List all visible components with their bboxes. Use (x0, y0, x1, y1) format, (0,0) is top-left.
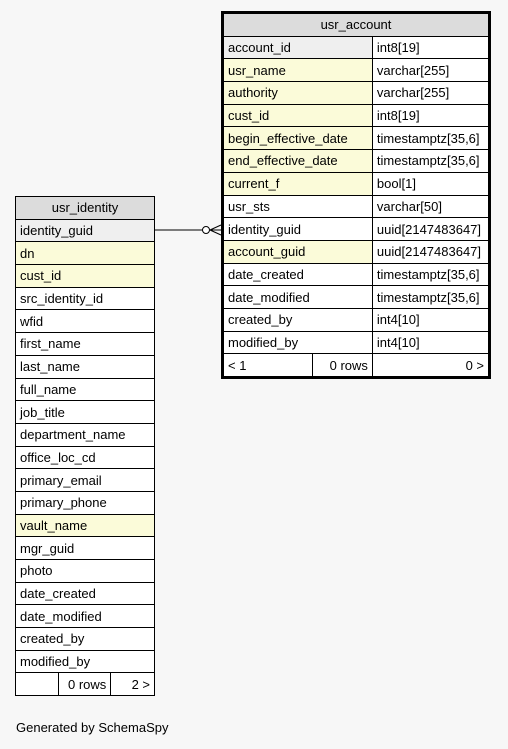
row-count: 0 rows (58, 672, 112, 697)
column-name[interactable]: end_effective_date (222, 149, 373, 173)
table-row[interactable]: department_name (15, 422, 155, 447)
table-row[interactable]: created_by (15, 627, 155, 651)
table-row[interactable]: last_name (15, 354, 155, 379)
parent-count-link (14, 672, 60, 697)
column-type: int4[10] (371, 330, 491, 355)
table-title[interactable]: usr_identity (15, 196, 155, 220)
column-name[interactable]: mgr_guid (15, 536, 155, 560)
table-row[interactable]: full_name (15, 377, 155, 402)
column-name[interactable]: primary_email (15, 468, 155, 492)
table-row[interactable]: first_name (15, 332, 155, 356)
table-footer: < 1 0 rows 0 > (221, 353, 491, 378)
column-type: int8[19] (371, 103, 491, 128)
column-type: timestamptz[35,6] (371, 262, 491, 287)
column-name[interactable]: date_created (15, 581, 155, 606)
table-row[interactable]: date_created (15, 581, 155, 606)
column-name[interactable]: modified_by (222, 330, 373, 355)
column-name[interactable]: account_guid (222, 239, 373, 264)
column-type: varchar[255] (371, 81, 491, 105)
column-type: int4[10] (371, 307, 491, 332)
column-type: timestamptz[35,6] (371, 285, 491, 309)
column-name[interactable]: job_title (15, 400, 155, 424)
table-row[interactable]: vault_name (15, 513, 155, 538)
column-name[interactable]: last_name (15, 354, 155, 379)
column-type: timestamptz[35,6] (371, 149, 491, 173)
column-name[interactable]: cust_id (15, 264, 155, 288)
column-name[interactable]: authority (222, 81, 373, 105)
column-name[interactable]: cust_id (222, 103, 373, 128)
column-name[interactable]: first_name (15, 332, 155, 356)
column-name[interactable]: created_by (222, 307, 373, 332)
column-name[interactable]: identity_guid (15, 218, 155, 243)
column-name[interactable]: modified_by (15, 649, 155, 674)
table-row[interactable]: identity_guid (15, 218, 155, 243)
column-name[interactable]: vault_name (15, 513, 155, 538)
column-name[interactable]: src_identity_id (15, 286, 155, 311)
table-footer: 0 rows 2 > (14, 672, 155, 697)
column-name[interactable]: date_modified (222, 285, 373, 309)
table-row[interactable]: modified_by (15, 649, 155, 674)
column-name[interactable]: account_id (222, 35, 373, 60)
column-name[interactable]: wfid (15, 309, 155, 334)
column-name[interactable]: office_loc_cd (15, 445, 155, 470)
column-name[interactable]: department_name (15, 422, 155, 447)
optional-zero-circle (202, 226, 210, 234)
column-type: uuid[2147483647] (371, 217, 491, 241)
parent-count-link[interactable]: < 1 (221, 353, 314, 378)
child-count-link[interactable]: 2 > (110, 672, 155, 697)
crowfoot-lower (209, 229, 222, 236)
column-name[interactable]: date_modified (15, 604, 155, 629)
column-type: timestamptz[35,6] (371, 126, 491, 151)
column-name[interactable]: usr_name (222, 58, 373, 83)
column-type: uuid[2147483647] (371, 239, 491, 264)
column-name[interactable]: primary_phone (15, 490, 155, 515)
column-name[interactable]: photo (15, 559, 155, 583)
table-row[interactable]: photo (15, 559, 155, 583)
column-name[interactable]: current_f (222, 171, 373, 196)
table-row[interactable]: job_title (15, 400, 155, 424)
crowfoot-upper (209, 224, 222, 231)
column-type: bool[1] (371, 171, 491, 196)
table-row[interactable]: cust_id (15, 264, 155, 288)
row-count: 0 rows (312, 353, 373, 378)
column-name[interactable]: identity_guid (222, 217, 373, 241)
column-name[interactable]: dn (15, 241, 155, 266)
column-name[interactable]: usr_sts (222, 194, 373, 219)
column-type: int8[19] (371, 35, 491, 60)
column-name[interactable]: created_by (15, 627, 155, 651)
table-title[interactable]: usr_account (222, 12, 490, 37)
table-row[interactable]: src_identity_id (15, 286, 155, 311)
column-name[interactable]: full_name (15, 377, 155, 402)
table-row[interactable]: mgr_guid (15, 536, 155, 560)
column-type: varchar[50] (371, 194, 491, 219)
column-type: varchar[255] (371, 58, 491, 83)
table-row[interactable]: date_modified (15, 604, 155, 629)
table-row[interactable]: office_loc_cd (15, 445, 155, 470)
generated-by-label: Generated by SchemaSpy (16, 720, 169, 735)
column-name[interactable]: begin_effective_date (222, 126, 373, 151)
table-row[interactable]: wfid (15, 309, 155, 334)
child-count-link[interactable]: 0 > (371, 353, 491, 378)
table-row[interactable]: primary_email (15, 468, 155, 492)
table-row[interactable]: dn (15, 241, 155, 266)
table-row[interactable]: primary_phone (15, 490, 155, 515)
column-name[interactable]: date_created (222, 262, 373, 287)
